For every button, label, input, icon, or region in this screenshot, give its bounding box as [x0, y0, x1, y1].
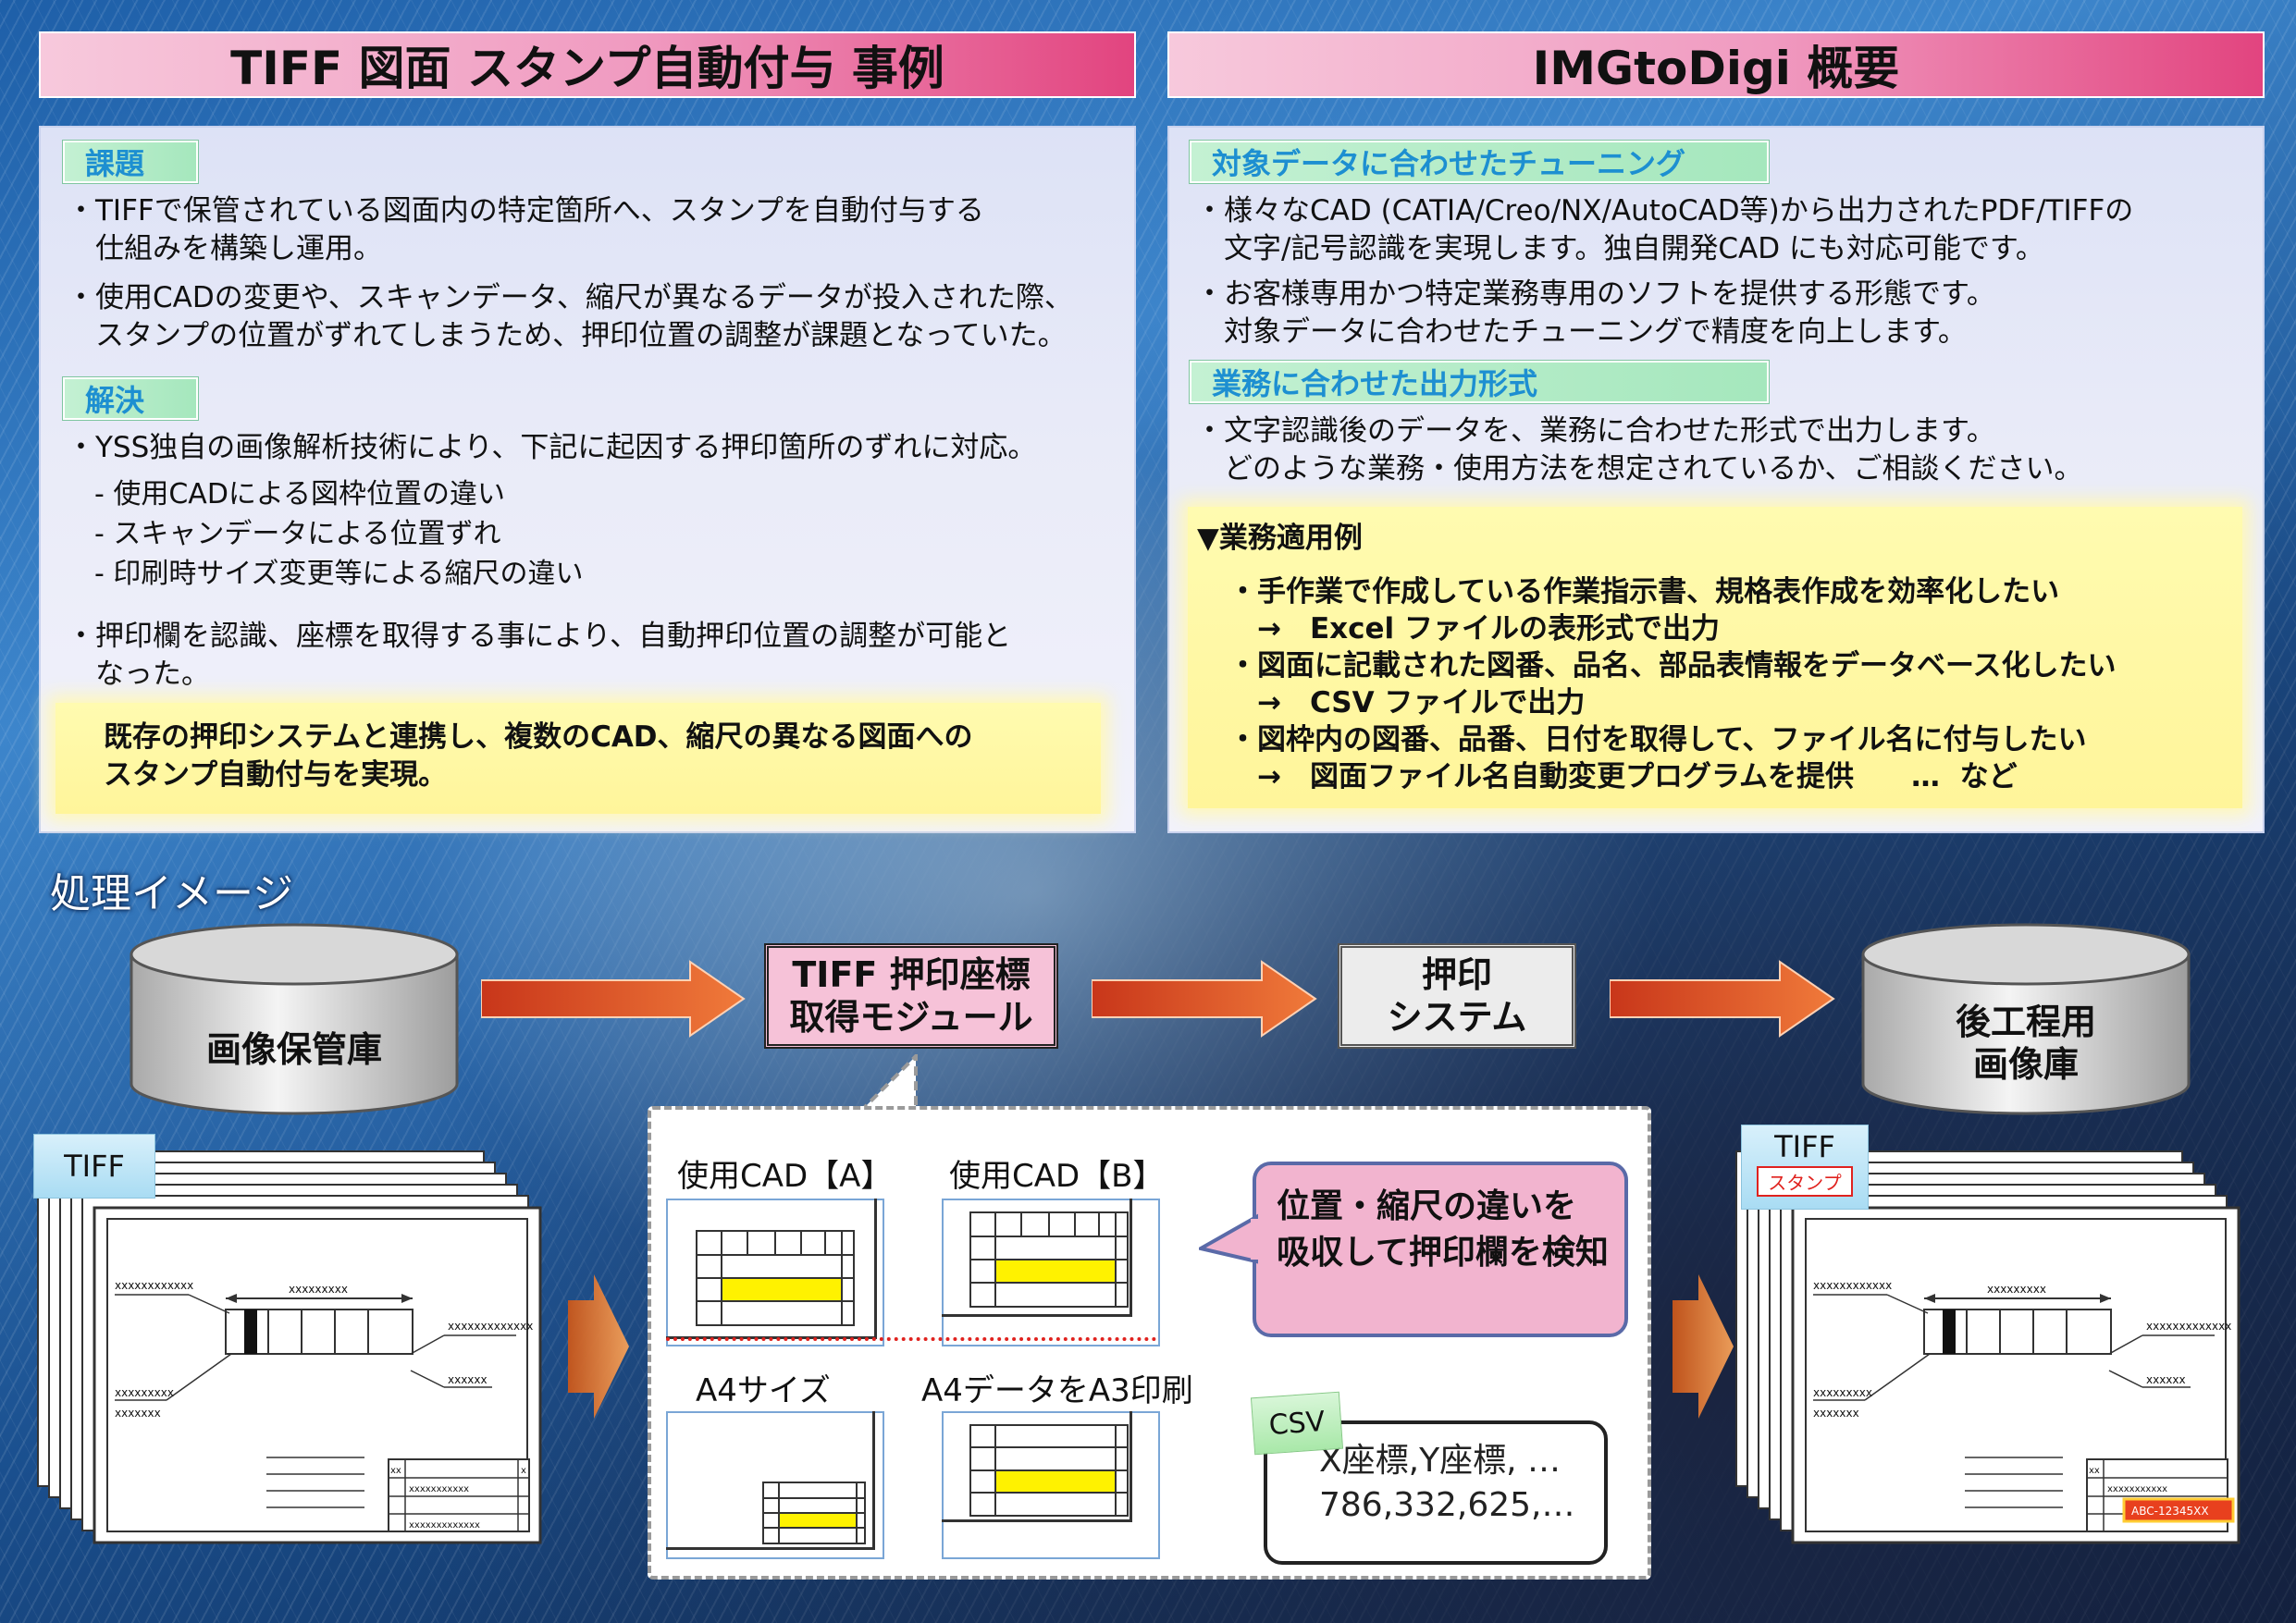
drawing-left: xxxxxxxxx xxxxxxxxxxxx xxxxxxxxxxxxx xxx…: [93, 1206, 542, 1544]
title-block-a3: [969, 1424, 1129, 1517]
svg-text:xxxxxxxxxxxx: xxxxxxxxxxxx: [1813, 1279, 1892, 1292]
tiff-tag-left: TIFF: [33, 1134, 155, 1199]
right-examples-box: [1188, 507, 2242, 808]
svg-text:xxxxxxxxxxx: xxxxxxxxxxx: [2107, 1484, 2167, 1494]
stamp-highlight: [2122, 1497, 2235, 1523]
detection-bubble: 位置・縮尺の違いを 吸収して押印欄を検知: [1253, 1162, 1628, 1337]
section-label-output: 業務に合わせた出力形式: [1190, 361, 1769, 403]
issue-line-1: ・TIFFで保管されている図面内の特定箇所へ、スタンプを自動付与する: [67, 194, 984, 227]
tuning-line-2: 文字/記号認識を実現します。独自開発CAD にも対応可能です。: [1195, 232, 2044, 265]
source-database-icon: [130, 923, 459, 1115]
flow-arrow-2: [1092, 960, 1317, 1038]
left-title-bar: TIFF 図面 スタンプ自動付与 事例: [39, 31, 1136, 98]
example-line-5: ・図枠内の図番、品番、日付を取得して、ファイル名に付与したい: [1228, 723, 2087, 756]
svg-text:xx: xx: [2089, 1466, 2100, 1476]
svg-text:xxxxxxxxx: xxxxxxxxx: [1813, 1386, 1872, 1399]
csv-tag: CSV: [1250, 1391, 1344, 1456]
source-database-label: 画像保管庫: [205, 1029, 382, 1070]
cad-b-label: 使用CAD【B】: [949, 1158, 1165, 1195]
stamp-coordinate-module-box: TIFF 押印座標取得モジュール: [764, 943, 1058, 1049]
down-arrow-left: [568, 1274, 629, 1419]
left-highlight-line-1: 既存の押印システムと連携し、複数のCAD、縮尺の異なる図面への: [104, 720, 973, 754]
output-line-2: どのような業務・使用方法を想定されているか、ご相談ください。: [1195, 452, 2083, 486]
callout-pointer: [856, 1054, 918, 1113]
issue-line-4: スタンプの位置がずれてしまうため、押印位置の調整が課題となっていた。: [67, 319, 1067, 352]
sheet-cad-b-frame: [942, 1199, 1132, 1317]
title-block-b: [969, 1211, 1129, 1308]
svg-text:xxxxxxx: xxxxxxx: [1813, 1407, 1859, 1420]
callout-text-1: xxxxxxxxxxxx: [115, 1279, 193, 1292]
solution-line-1: ・YSS独自の画像解析技術により、下記に起因する押印箇所のずれに対応。: [67, 431, 1037, 464]
callout-text-3: xxxxxx: [448, 1373, 488, 1386]
left-highlight-line-2: スタンプ自動付与を実現。: [104, 758, 448, 792]
tiff-tag-right: TIFF スタンプ: [1741, 1125, 1869, 1210]
process-title: 処理イメージ: [50, 870, 294, 917]
solution-line-3: - スキャンデータによる位置ずれ: [67, 518, 501, 550]
bubble-pointer: [1199, 1213, 1258, 1264]
dest-database-label: 後工程用画像庫: [1955, 1002, 2096, 1085]
down-arrow-right: [1673, 1274, 1734, 1419]
stamp-text: ABC-12345XX: [2131, 1505, 2209, 1518]
solution-line-6: なった。: [67, 658, 210, 691]
solution-line-4: - 印刷時サイズ変更等による縮尺の違い: [67, 558, 584, 590]
offset-indicator-line: [666, 1337, 1156, 1341]
example-line-6: → 図面ファイル名自動変更プログラムを提供 … など: [1228, 760, 2018, 793]
svg-text:xxxxxx: xxxxxx: [2146, 1373, 2186, 1386]
example-line-1: ・手作業で作成している作業指示書、規格表作成を効率化したい: [1228, 575, 2060, 609]
svg-text:xxxxxxxxx: xxxxxxxxx: [1987, 1283, 2046, 1296]
right-title: IMGtoDigi 概要: [1532, 42, 1900, 95]
solution-line-2: - 使用CADによる図枠位置の違い: [67, 478, 506, 510]
flow-arrow-1: [481, 960, 746, 1038]
callout-text-4: xxxxxxxxx: [115, 1386, 174, 1399]
tuning-line-3: ・お客様専用かつ特定業務専用のソフトを提供する形態です。: [1195, 277, 1995, 311]
left-title: TIFF 図面 スタンプ自動付与 事例: [230, 42, 944, 95]
callout-text-2: xxxxxxxxxxxxx: [448, 1320, 533, 1333]
sheet-a3-frame: [942, 1411, 1132, 1522]
issue-line-3: ・使用CADの変更や、スキャンデータ、縮尺が異なるデータが投入された際、: [67, 281, 1073, 314]
a4-label: A4サイズ: [696, 1372, 831, 1409]
svg-text:xxxxxxxxxxxxx: xxxxxxxxxxxxx: [409, 1520, 480, 1531]
sheet-a4-frame: [666, 1411, 875, 1550]
examples-title: ▼業務適用例: [1197, 522, 1363, 555]
callout-text-5: xxxxxxx: [115, 1407, 161, 1420]
left-highlight-box: [56, 703, 1101, 814]
solution-line-5: ・押印欄を認識、座標を取得する事により、自動押印位置の調整が可能と: [67, 620, 1012, 653]
svg-text:x: x: [521, 1466, 526, 1476]
issue-line-2: 仕組みを構築し運用。: [67, 232, 382, 265]
output-line-1: ・文字認識後のデータを、業務に合わせた形式で出力します。: [1195, 414, 1995, 448]
example-line-3: ・図面に記載された図番、品名、部品表情報をデータベース化したい: [1228, 649, 2117, 682]
section-label-tuning: 対象データに合わせたチューニング: [1190, 141, 1769, 183]
example-line-2: → Excel ファイルの表形式で出力: [1228, 612, 1720, 646]
example-line-4: → CSV ファイルで出力: [1228, 686, 1586, 719]
drawing-right: xxxxxxxxx xxxxxxxxxxxx xxxxxxxxxxxxx xxx…: [1791, 1206, 2240, 1544]
cad-a-label: 使用CAD【A】: [677, 1158, 893, 1195]
right-title-bar: IMGtoDigi 概要: [1167, 31, 2265, 98]
section-label-issue: 課題: [63, 141, 198, 183]
dim-text: xxxxxxxxx: [289, 1283, 348, 1296]
stamp-label: スタンプ: [1757, 1166, 1853, 1197]
dest-database-icon: [1861, 923, 2191, 1115]
a4-to-a3-label: A4データをA3印刷: [921, 1372, 1193, 1409]
flow-arrow-3: [1610, 960, 1835, 1038]
tuning-line-4: 対象データに合わせたチューニングで精度を向上します。: [1195, 315, 1967, 349]
tuning-line-1: ・様々なCAD (CATIA/Creo/NX/AutoCAD等)から出力されたP…: [1195, 194, 2134, 227]
svg-text:xx: xx: [390, 1466, 401, 1476]
svg-text:xxxxxxxxxxx: xxxxxxxxxxx: [409, 1484, 469, 1494]
title-block-a: [696, 1230, 855, 1326]
stamp-system-box: 押印システム: [1338, 943, 1576, 1049]
svg-text:xxxxxxxxxxxxx: xxxxxxxxxxxxx: [2146, 1320, 2231, 1333]
title-block-a4: [762, 1482, 866, 1544]
section-label-solution: 解決: [63, 377, 198, 420]
